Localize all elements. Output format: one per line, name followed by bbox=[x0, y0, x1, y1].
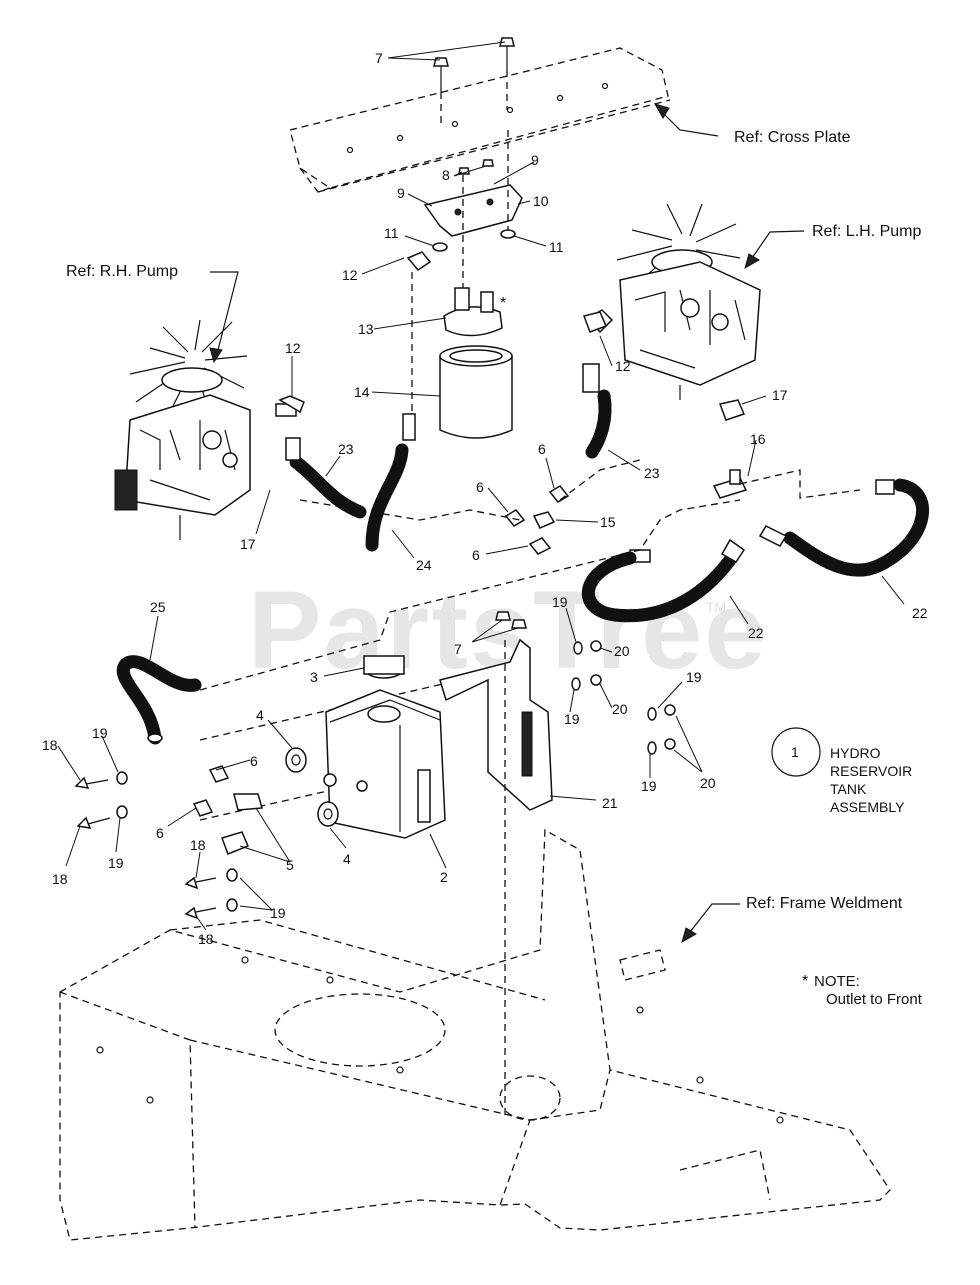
note: * NOTE: Outlet to Front * bbox=[500, 295, 923, 1008]
callout-18-b: 18 bbox=[52, 871, 68, 887]
callout-18-d: 18 bbox=[198, 931, 214, 947]
callout-leaders bbox=[57, 41, 905, 931]
legend-line-3: TANK bbox=[830, 781, 867, 797]
note-star: * bbox=[802, 973, 808, 990]
callout-20-c: 20 bbox=[700, 775, 716, 791]
assembly-path-line bbox=[199, 499, 741, 691]
callout-12-top: 12 bbox=[342, 267, 358, 283]
callout-2: 2 bbox=[440, 869, 448, 885]
callout-24: 24 bbox=[416, 557, 432, 573]
filter-assembly bbox=[406, 251, 513, 439]
tee-16-and-hoses-22 bbox=[581, 399, 930, 623]
frame-weldment bbox=[59, 828, 891, 1241]
callout-14: 14 bbox=[354, 384, 370, 400]
callout-4-a: 4 bbox=[256, 707, 264, 723]
callout-3: 3 bbox=[310, 669, 318, 685]
callout-19-f: 19 bbox=[108, 855, 124, 871]
callout-18-c: 18 bbox=[190, 837, 206, 853]
tank-bracket bbox=[439, 611, 553, 1120]
callout-13: 13 bbox=[358, 321, 374, 337]
callout-11-right: 11 bbox=[549, 239, 564, 255]
callout-9-top: 9 bbox=[531, 152, 539, 168]
legend-line-4: ASSEMBLY bbox=[830, 799, 905, 815]
cross-plate bbox=[289, 47, 671, 193]
callout-8: 8 bbox=[442, 167, 450, 183]
callout-19-b: 19 bbox=[564, 711, 580, 727]
ref-cross-plate: Ref: Cross Plate bbox=[734, 129, 851, 146]
assembly-path-line-3 bbox=[199, 769, 421, 821]
callout-20-b: 20 bbox=[612, 701, 628, 717]
legend-circle bbox=[771, 727, 821, 777]
rh-pump bbox=[114, 319, 251, 540]
callout-7-top: 7 bbox=[375, 50, 383, 66]
lh-pump bbox=[586, 203, 761, 400]
callout-21: 21 bbox=[602, 795, 618, 811]
note-text: Outlet to Front bbox=[826, 991, 923, 1008]
callout-22-a: 22 bbox=[912, 605, 928, 621]
ref-rh-pump: Ref: R.H. Pump bbox=[66, 263, 178, 280]
callout-11-left: 11 bbox=[384, 225, 399, 241]
callout-15: 15 bbox=[600, 514, 616, 530]
callout-19-d: 19 bbox=[641, 778, 657, 794]
callout-17-left: 17 bbox=[240, 536, 256, 552]
watermark-trademark: TM bbox=[706, 599, 726, 615]
legend-line-1: HYDRO bbox=[830, 745, 881, 761]
callout-6-e: 6 bbox=[156, 825, 164, 841]
filter-outlet-star: * bbox=[500, 295, 506, 312]
callout-22-b: 22 bbox=[748, 625, 764, 641]
callout-16: 16 bbox=[750, 431, 766, 447]
callout-6-b: 6 bbox=[476, 479, 484, 495]
callout-23-right: 23 bbox=[644, 465, 660, 481]
filter-bracket bbox=[423, 130, 523, 300]
elbow-fittings-12 bbox=[275, 311, 607, 417]
callout-17-right: 17 bbox=[772, 387, 788, 403]
bolt-7-top bbox=[433, 37, 515, 125]
callout-19-g: 19 bbox=[270, 905, 286, 921]
callout-23-left: 23 bbox=[338, 441, 354, 457]
callout-6-a: 6 bbox=[538, 441, 546, 457]
callout-20-a: 20 bbox=[614, 643, 630, 659]
callout-12-right: 12 bbox=[615, 358, 631, 374]
legend-number: 1 bbox=[791, 744, 799, 760]
callout-10: 10 bbox=[533, 193, 549, 209]
legend-line-2: RESERVOIR bbox=[830, 763, 912, 779]
note-title: NOTE: bbox=[814, 973, 860, 990]
callout-numbers: 7 8 9 9 10 11 11 12 13 14 12 12 17 17 16… bbox=[42, 50, 928, 947]
tee-and-fittings bbox=[299, 459, 641, 555]
callout-12-left: 12 bbox=[285, 340, 301, 356]
bolts-18-washers-19-left bbox=[74, 771, 238, 920]
callout-25: 25 bbox=[150, 599, 166, 615]
callout-19-c: 19 bbox=[686, 669, 702, 685]
washers-nuts-right bbox=[571, 640, 676, 755]
callout-19-a: 19 bbox=[552, 594, 568, 610]
callout-4-b: 4 bbox=[343, 851, 351, 867]
legend: 1 HYDRO RESERVOIR TANK ASSEMBLY bbox=[771, 727, 912, 815]
callout-6-c: 6 bbox=[472, 547, 480, 563]
callout-5: 5 bbox=[286, 857, 294, 873]
callout-9-left: 9 bbox=[397, 185, 405, 201]
callout-7-mid: 7 bbox=[454, 641, 462, 657]
callout-19-e: 19 bbox=[92, 725, 108, 741]
hose-25 bbox=[116, 655, 202, 745]
ref-lh-pump: Ref: L.H. Pump bbox=[812, 223, 921, 240]
callout-18-a: 18 bbox=[42, 737, 58, 753]
bushings-and-elbows bbox=[192, 747, 339, 855]
ref-frame-weldment: Ref: Frame Weldment bbox=[746, 895, 903, 912]
callout-6-d: 6 bbox=[250, 753, 258, 769]
reference-labels: Ref: Cross Plate Ref: L.H. Pump Ref: R.H… bbox=[66, 103, 921, 944]
